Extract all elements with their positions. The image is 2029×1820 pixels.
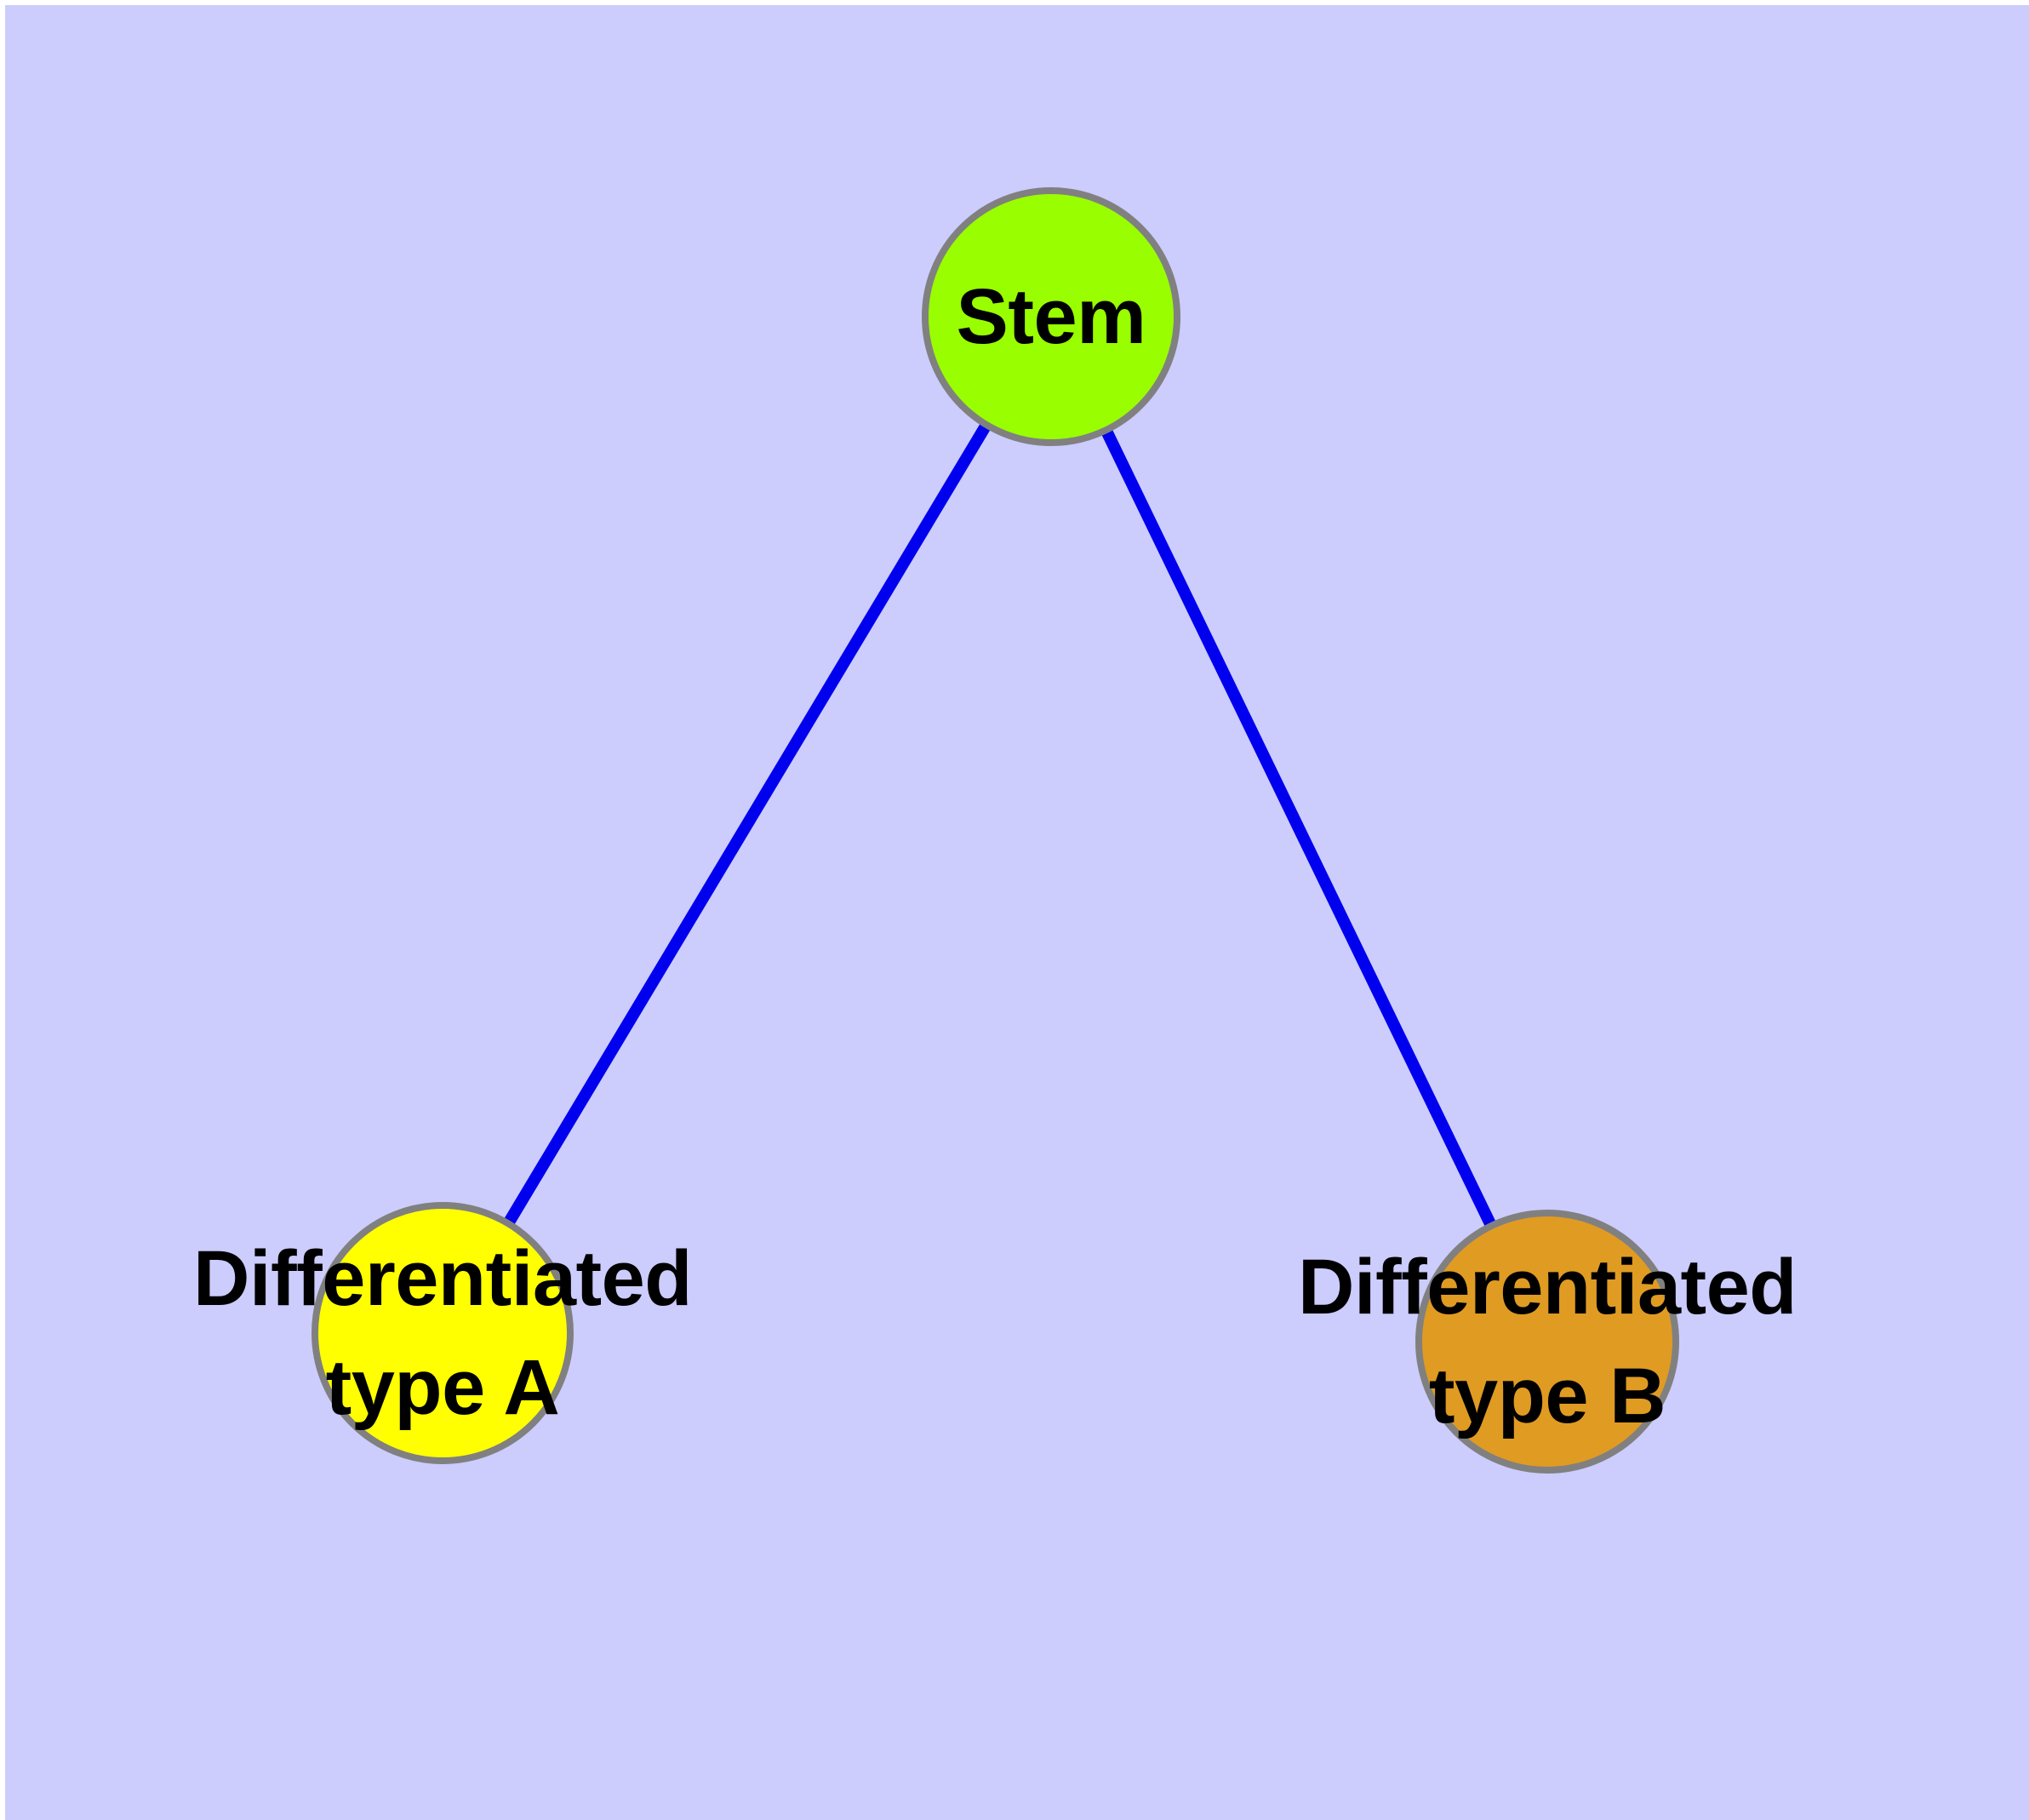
node-layer bbox=[311, 187, 1679, 1474]
edge-stem-to-differentiated-type-b[interactable] bbox=[1045, 313, 1553, 1345]
node-stem[interactable] bbox=[922, 187, 1180, 446]
node-differentiated-type-b[interactable] bbox=[1415, 1210, 1679, 1474]
node-differentiated-type-a[interactable] bbox=[311, 1202, 574, 1464]
edge-stem-to-differentiated-type-a[interactable] bbox=[437, 313, 1057, 1336]
edge-layer bbox=[437, 313, 1553, 1345]
